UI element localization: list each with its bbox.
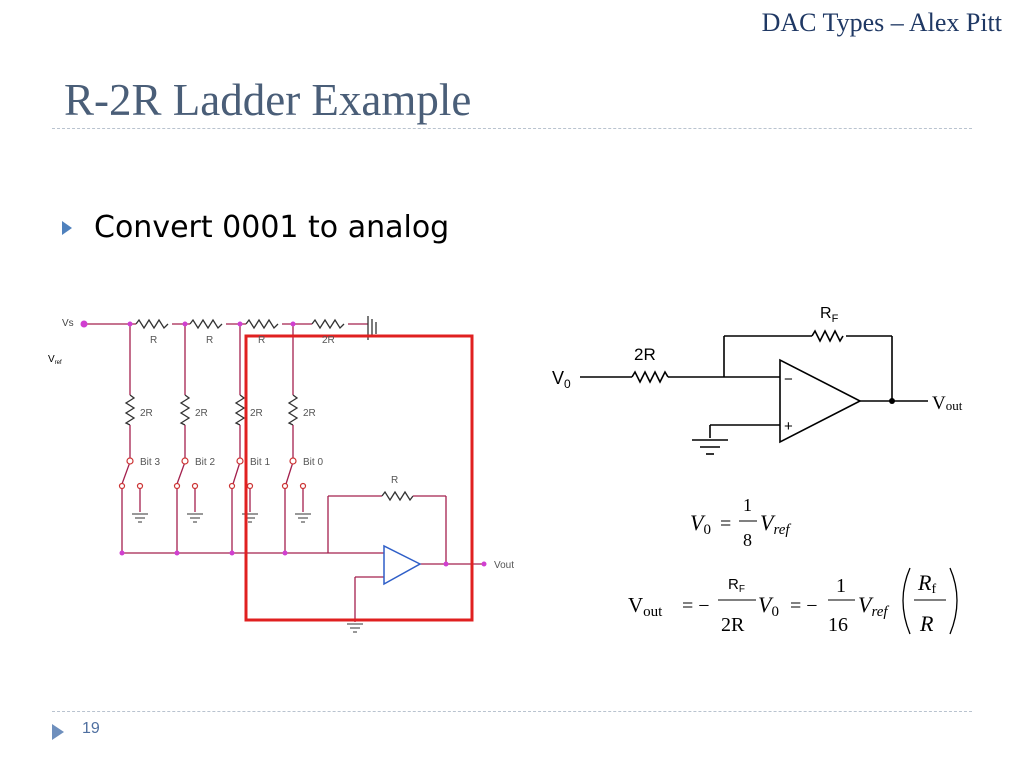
ladder-circuit xyxy=(84,316,484,622)
shunt-r-label: 2R xyxy=(140,408,153,419)
svg-text:16: 16 xyxy=(828,614,848,636)
footer-divider xyxy=(52,711,972,712)
svg-text:Vref: Vref xyxy=(760,510,791,538)
feedback-r-label: R xyxy=(391,475,398,486)
svg-text:V0: V0 xyxy=(758,592,779,620)
svg-text:1: 1 xyxy=(836,575,846,597)
slide-title: R-2R Ladder Example xyxy=(64,75,472,125)
vref-label: Vref xyxy=(48,354,62,366)
svg-text:RF: RF xyxy=(728,576,745,595)
svg-text:= −: = − xyxy=(682,595,710,617)
equation-1: V0 = 1 8 Vref xyxy=(690,495,791,550)
svg-text:Vout: Vout xyxy=(628,593,663,620)
vs-label: Vs xyxy=(62,318,74,329)
svg-text:2R: 2R xyxy=(721,614,745,636)
bit-label: Bit 2 xyxy=(195,457,215,468)
svg-text:= −: = − xyxy=(790,595,818,617)
vout-right-label: Vout xyxy=(932,393,963,414)
page-number: 19 xyxy=(82,720,100,737)
bit-label: Bit 3 xyxy=(140,457,160,468)
v0-label: V0 xyxy=(552,368,571,391)
node-dots xyxy=(80,320,487,567)
shunt-r-label: 2R xyxy=(303,408,316,419)
vout-label: Vout xyxy=(494,560,514,571)
svg-text:Rf: Rf xyxy=(917,570,936,597)
opamp-icon xyxy=(383,544,422,586)
minus-terminal: − xyxy=(784,371,793,388)
title-divider xyxy=(52,128,972,129)
header-title: DAC Types – Alex Pitt xyxy=(761,8,1002,37)
series-r-label: 2R xyxy=(322,335,335,346)
shunt-r-label: 2R xyxy=(250,408,263,419)
r-in-label: 2R xyxy=(634,345,656,364)
bit-label: Bit 0 xyxy=(303,457,323,468)
highlight-box xyxy=(244,334,474,622)
svg-text:R: R xyxy=(919,611,934,636)
bullet-arrow-icon xyxy=(62,220,72,235)
svg-text:Vref: Vref xyxy=(858,592,889,620)
svg-text:V0: V0 xyxy=(690,510,711,538)
svg-text:8: 8 xyxy=(743,530,752,550)
inverting-amplifier xyxy=(580,329,928,455)
series-r-label: R xyxy=(258,335,265,346)
bullet-text: Convert 0001 to analog xyxy=(94,210,450,245)
equation-2: Vout = − RF 2R V0 = − 1 16 Vref Rf R xyxy=(628,567,958,636)
svg-text:1: 1 xyxy=(743,495,752,515)
shunt-r-label: 2R xyxy=(195,408,208,419)
series-r-label: R xyxy=(150,335,157,346)
plus-terminal: + xyxy=(784,418,793,435)
series-r-label: R xyxy=(206,335,213,346)
rf-label: RF xyxy=(820,305,839,325)
ground-icon xyxy=(132,513,363,633)
svg-text:=: = xyxy=(720,513,731,535)
footer-arrow-icon xyxy=(52,724,64,740)
bullet-item: Convert 0001 to analog xyxy=(62,210,449,245)
bit-label: Bit 1 xyxy=(250,457,270,468)
